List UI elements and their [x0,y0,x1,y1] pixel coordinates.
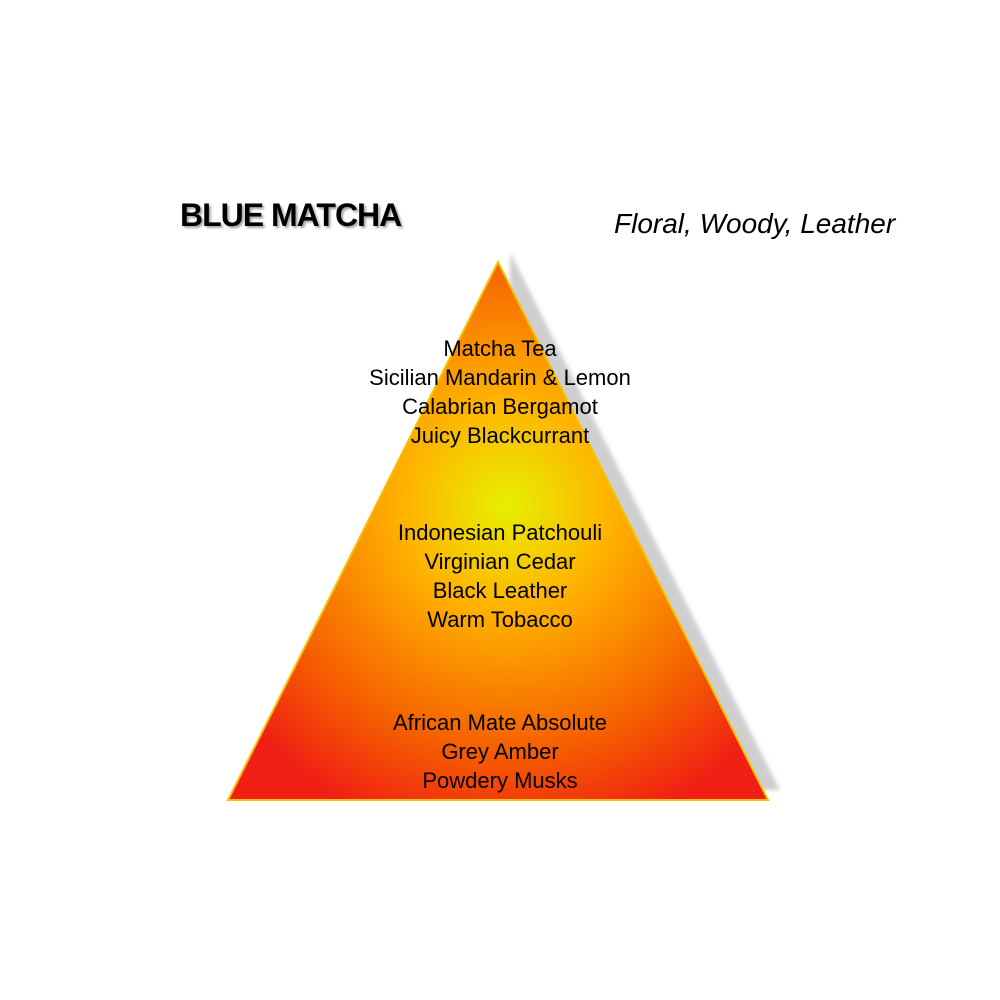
note-item: Black Leather [432,578,568,603]
note-item: Virginian Cedar [424,549,576,574]
note-item: Powdery Musks [422,768,578,793]
note-item: Sicilian Mandarin & Lemon [369,365,631,390]
top-notes-tier: Matcha Tea Sicilian Mandarin & Lemon Cal… [300,334,700,450]
heart-notes-tier: Indonesian Patchouli Virginian Cedar Bla… [300,518,700,634]
fragrance-family: Floral, Woody, Leather [614,208,896,239]
note-item: African Mate Absolute [392,710,607,735]
note-item: Juicy Blackcurrant [410,423,590,448]
base-notes-tier: African Mate Absolute Grey Amber Powdery… [300,708,700,795]
note-item: Warm Tobacco [427,607,573,632]
note-item: Calabrian Bergamot [402,394,598,419]
note-item: Indonesian Patchouli [397,520,603,545]
pyramid-triangle [226,259,770,801]
fragrance-title: BLUE MATCHA [180,197,402,233]
note-item: Grey Amber [441,739,559,764]
note-item: Matcha Tea [443,336,557,361]
